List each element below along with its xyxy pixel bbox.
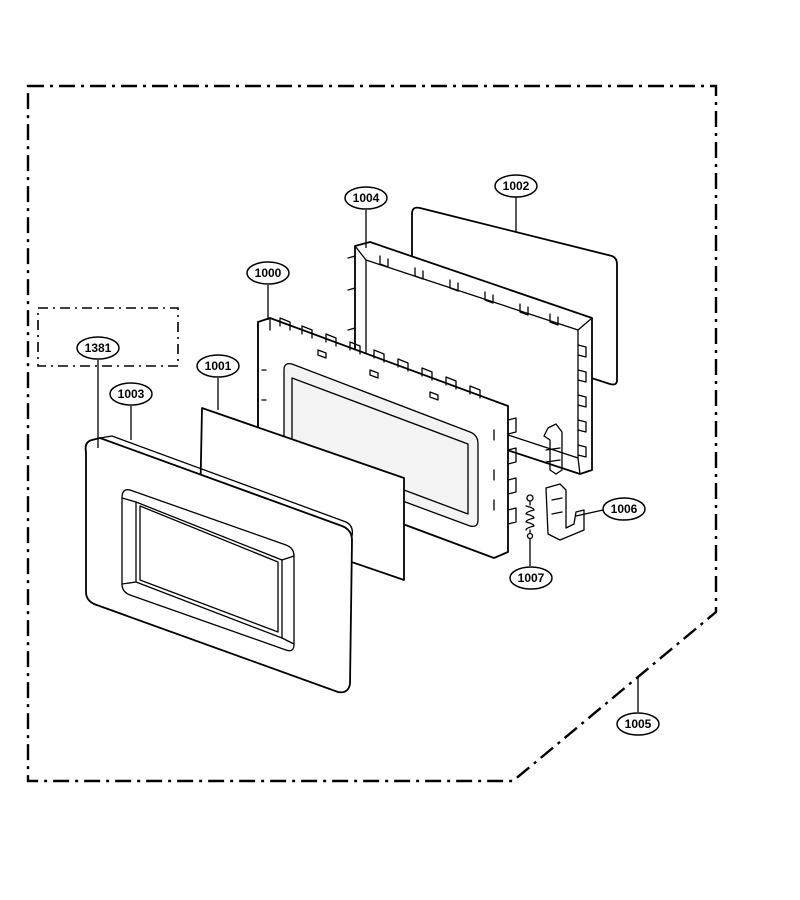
svg-text:1005: 1005 [625,717,652,731]
svg-text:1003: 1003 [118,387,145,401]
svg-text:1004: 1004 [353,191,380,205]
callout-1007: 1007 [509,566,553,590]
callout-1000: 1000 [246,261,290,285]
part-1000-door-panel [257,317,517,559]
svg-text:1006: 1006 [611,502,638,516]
callout-1006: 1006 [602,497,646,521]
callout-1004: 1004 [344,186,388,210]
part-1003-front-cover [84,435,354,694]
part-1006-latch [543,423,585,541]
leader-lines [97,196,639,712]
callout-1005: 1005 [616,712,660,736]
svg-text:1381: 1381 [85,341,112,355]
part-1381-boundary [37,307,179,367]
svg-text:1001: 1001 [205,359,232,373]
svg-text:1000: 1000 [255,266,282,280]
callout-1003: 1003 [109,382,153,406]
assembly-boundary [26,84,718,783]
callout-1002: 1002 [494,174,538,198]
svg-text:1007: 1007 [518,571,545,585]
part-1007-spring [525,494,535,540]
callout-1381: 1381 [76,336,120,360]
callout-1001: 1001 [196,354,240,378]
svg-text:1002: 1002 [503,179,530,193]
